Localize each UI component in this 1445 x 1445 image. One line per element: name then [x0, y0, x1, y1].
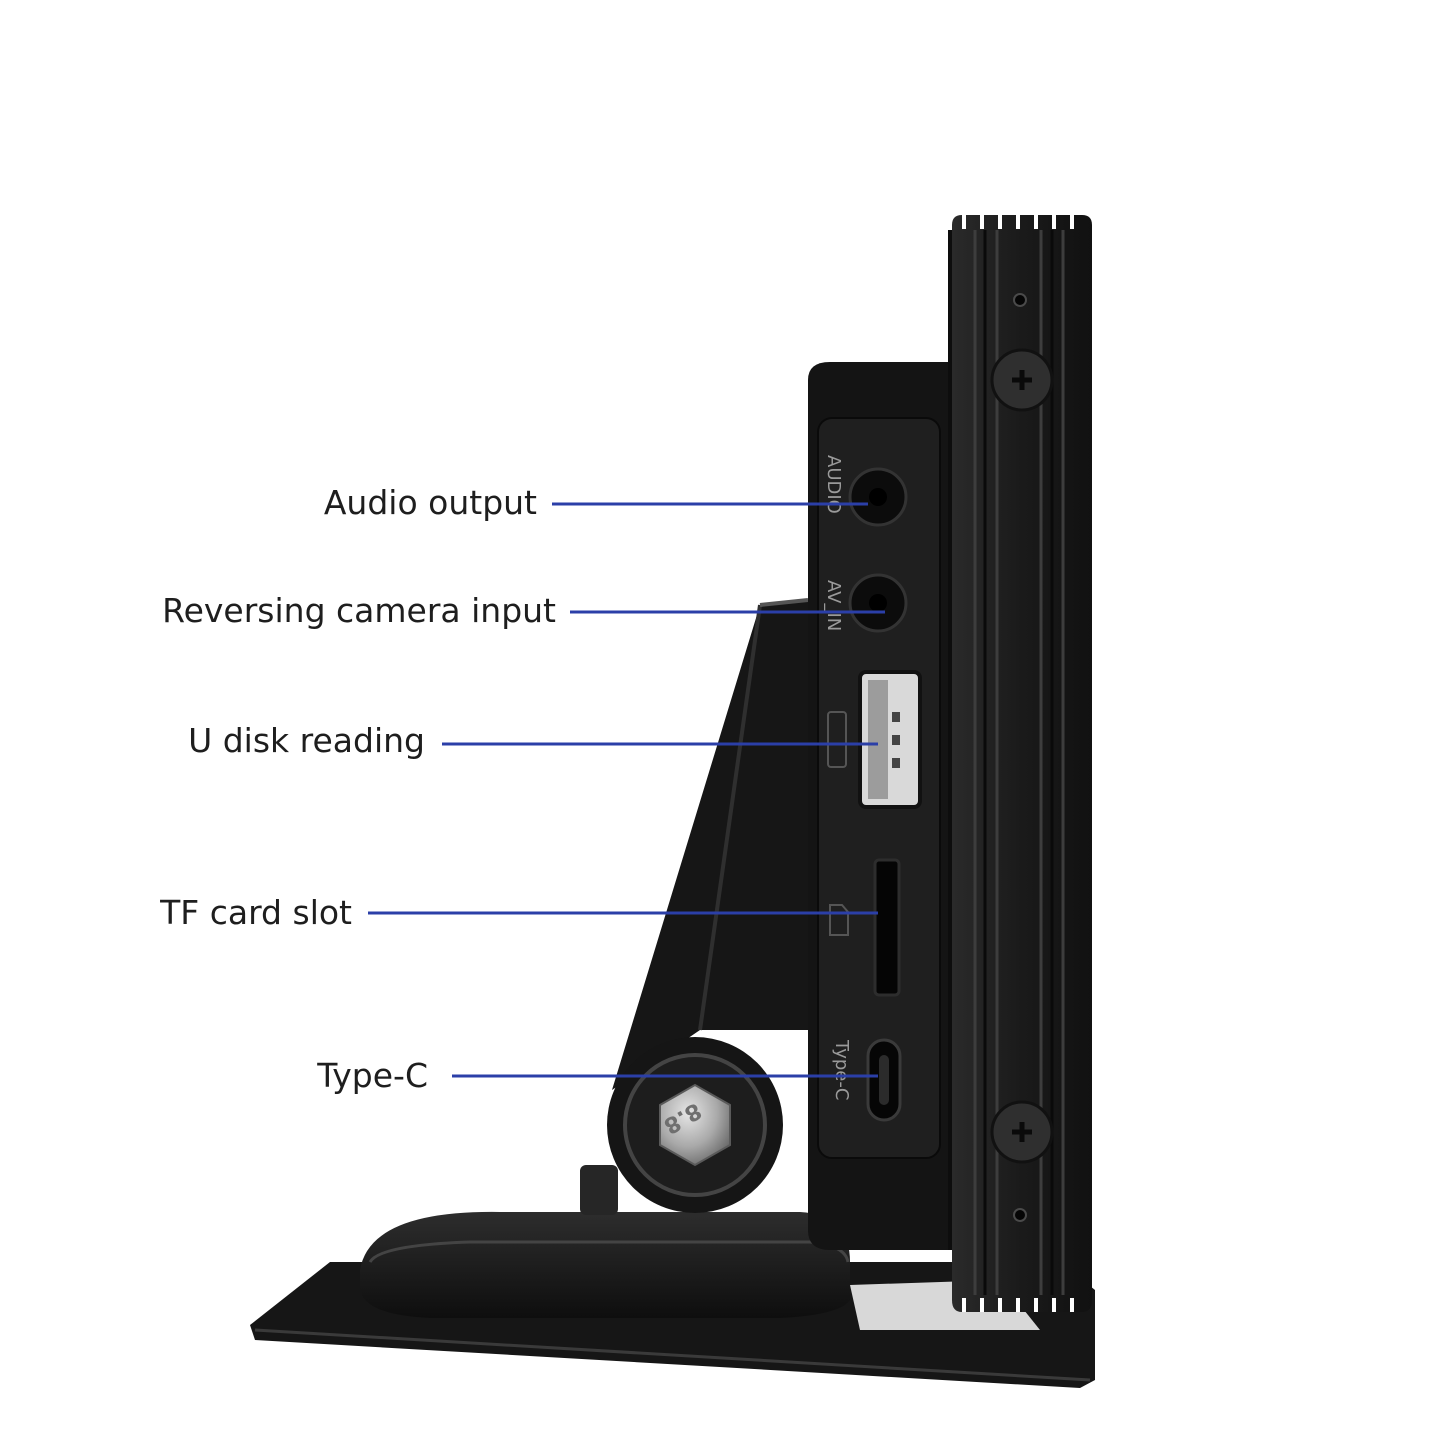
- audio-output-jack: [848, 467, 908, 527]
- type-c-port-print: Type-C: [831, 1039, 852, 1100]
- mount-screw-top: [990, 348, 1054, 412]
- callout-label-type-c: Type-C: [316, 1056, 428, 1095]
- callout-label-audio-output: Audio output: [324, 483, 537, 522]
- callouts: Audio output Reversing camera input U di…: [159, 483, 885, 1095]
- hinge: 8.8: [607, 1037, 783, 1213]
- callout-tf-card-slot: TF card slot: [159, 893, 878, 932]
- port-housing: AUDIO AV_IN Type-C: [808, 362, 948, 1250]
- av-in-port-print: AV_IN: [823, 580, 844, 631]
- callout-audio-output: Audio output: [324, 483, 868, 522]
- callout-type-c: Type-C: [316, 1056, 878, 1095]
- screen-body: [948, 215, 1092, 1312]
- callout-reversing-camera-input: Reversing camera input: [162, 591, 885, 630]
- av-in-jack: [848, 573, 908, 633]
- mount-base: [250, 1165, 1095, 1388]
- mount-arm: [612, 598, 809, 1090]
- tf-card-slot: [873, 858, 901, 997]
- callout-label-reversing-camera-input: Reversing camera input: [162, 591, 556, 630]
- sd-card-icon: [829, 904, 849, 936]
- usb-icon: [827, 711, 847, 768]
- callout-u-disk-reading: U disk reading: [188, 721, 878, 760]
- hex-bolt: [659, 1083, 731, 1167]
- mount-screw-bottom: [990, 1100, 1054, 1164]
- type-c-port: [866, 1038, 902, 1122]
- callout-label-u-disk-reading: U disk reading: [188, 721, 425, 760]
- usb-port: [858, 670, 922, 809]
- callout-label-tf-card-slot: TF card slot: [159, 893, 352, 932]
- audio-port-print: AUDIO: [823, 455, 844, 514]
